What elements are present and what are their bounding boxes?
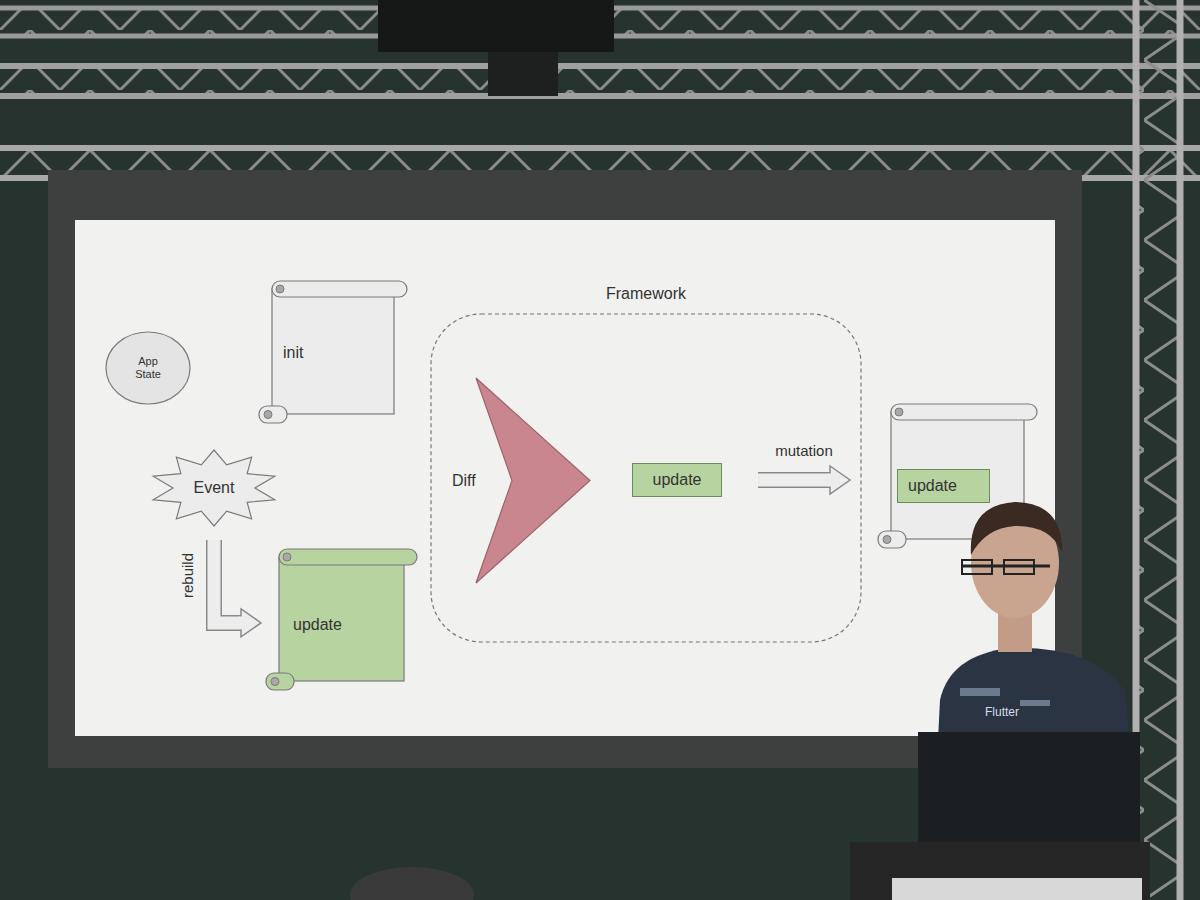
scroll-bottom-roll — [259, 406, 287, 423]
node-label: Diff — [452, 472, 476, 490]
scroll-curl — [883, 536, 891, 544]
arrow-joint — [239, 616, 243, 629]
scroll-curl — [895, 408, 903, 416]
scroll-body — [279, 557, 404, 681]
node-label: init — [283, 344, 303, 362]
star-shape — [153, 450, 275, 526]
shirt-print: Flutter — [985, 705, 1019, 719]
slide — [75, 220, 1055, 736]
scroll-bottom-roll — [878, 531, 906, 548]
state-circle: App State — [105, 331, 191, 405]
chevron-shape — [476, 378, 590, 583]
scroll-curl — [276, 285, 284, 293]
audience-head — [350, 867, 474, 900]
code-scroll: update — [265, 548, 418, 692]
podium — [850, 842, 1150, 900]
scroll-bottom-roll — [266, 673, 294, 690]
update-box: update — [897, 469, 990, 503]
edge-label-holder: rebuild — [165, 567, 210, 585]
arrow-head — [241, 609, 261, 637]
diff-chevron: Diff — [446, 378, 592, 583]
edge-label-holder: mutation — [775, 442, 833, 460]
scroll-top-roll — [272, 281, 407, 297]
podium-light — [892, 878, 1142, 900]
projector-mount — [488, 52, 558, 96]
code-scroll: update — [877, 403, 1038, 550]
arrow-shaft-outline — [758, 472, 832, 488]
dashed-outline — [431, 314, 861, 642]
region-heading: Framework — [606, 285, 686, 303]
node-label: Event — [194, 479, 235, 497]
scroll-curl — [271, 678, 279, 686]
speaker — [930, 502, 1145, 900]
arrow-head — [830, 466, 850, 494]
edge-label: rebuild — [180, 553, 197, 598]
scroll-outline — [258, 280, 408, 425]
scroll-top-roll — [279, 549, 417, 565]
arrow-shaft — [214, 540, 243, 623]
update-box: update — [632, 463, 722, 497]
arrow-shaft-outline — [214, 540, 243, 623]
node-label: App State — [128, 355, 168, 381]
scroll-top-roll — [891, 404, 1037, 420]
screen-frame — [48, 170, 1082, 768]
flow-arrow — [214, 540, 261, 637]
scroll-curl — [283, 553, 291, 561]
node-label: update — [653, 471, 702, 489]
edge-label: mutation — [775, 442, 833, 459]
event-star: Event — [150, 450, 278, 526]
framework-region: FrameworkDiffupdate — [430, 313, 862, 643]
scroll-curl — [264, 411, 272, 419]
laptop — [918, 732, 1140, 852]
scroll-body — [272, 289, 394, 414]
arrow-shaft — [758, 474, 832, 487]
scroll-body — [891, 412, 1024, 539]
projector — [378, 0, 614, 52]
arrow-joint — [828, 474, 832, 487]
flow-arrow — [758, 466, 850, 494]
code-scroll: init — [258, 280, 408, 425]
circle-shape — [106, 332, 190, 404]
node-label: update — [293, 616, 342, 634]
